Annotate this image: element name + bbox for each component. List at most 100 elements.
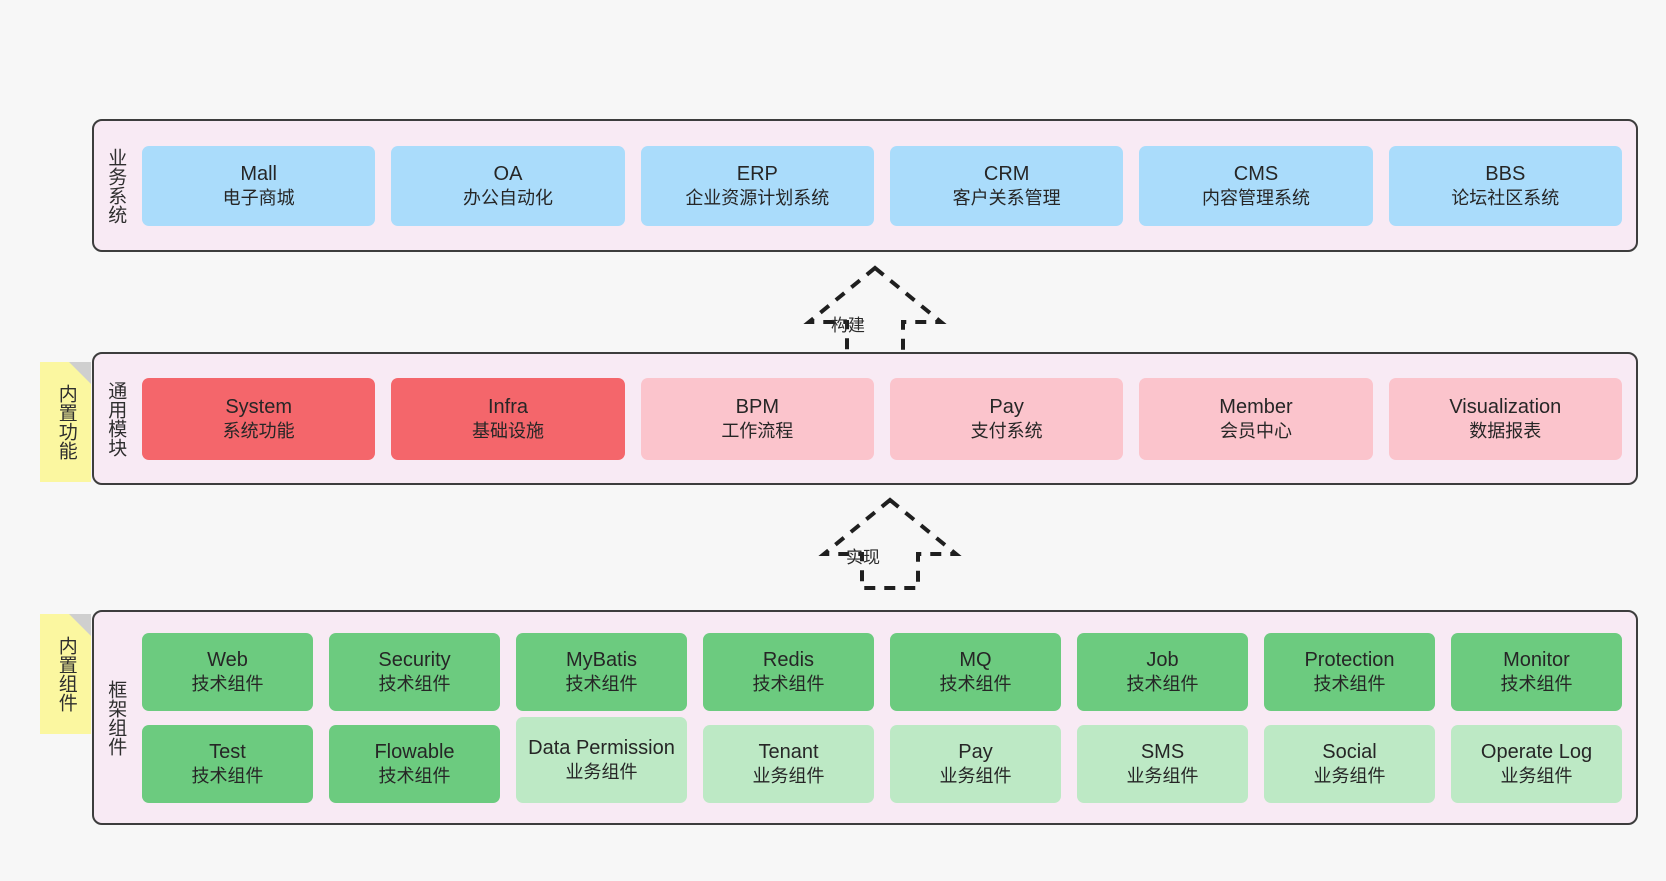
- card-subtitle: 企业资源计划系统: [685, 187, 830, 208]
- module-card-bpm[interactable]: BPM 工作流程: [640, 377, 874, 460]
- layer-panel-business-systems: 业务系统 Mall 电子商城 OA 办公自动化 ERP 企业资源计划系统 CRM…: [92, 119, 1638, 252]
- card-subtitle: 技术组件: [378, 765, 451, 786]
- module-card-oa[interactable]: OA 办公自动化: [391, 145, 625, 226]
- card-subtitle: 数据报表: [1469, 420, 1542, 441]
- card-title: Monitor: [1503, 648, 1570, 671]
- module-card-pay[interactable]: Pay 支付系统: [889, 377, 1124, 460]
- module-card-mall[interactable]: Mall 电子商城: [142, 145, 376, 226]
- component-card-flowable[interactable]: Flowable 技术组件: [329, 724, 500, 803]
- module-card-crm[interactable]: CRM 客户关系管理: [889, 145, 1124, 226]
- card-row: Mall 电子商城 OA 办公自动化 ERP 企业资源计划系统 CRM 客户关系…: [142, 145, 1622, 226]
- card-title: CMS: [1233, 162, 1279, 185]
- card-title: Social: [1322, 740, 1377, 763]
- connector-label-implement: 实现: [846, 548, 880, 567]
- layer-body-common-modules: System 系统功能 Infra 基础设施 BPM 工作流程 Pay 支付系统…: [136, 354, 1636, 483]
- module-card-cms[interactable]: CMS 内容管理系统: [1139, 145, 1373, 226]
- card-subtitle: 业务组件: [752, 765, 825, 786]
- card-title: Redis: [762, 648, 815, 671]
- card-subtitle: 支付系统: [970, 420, 1043, 441]
- component-card-protection[interactable]: Protection 技术组件: [1264, 632, 1435, 711]
- card-subtitle: 业务组件: [939, 765, 1012, 786]
- layer-body-business-systems: Mall 电子商城 OA 办公自动化 ERP 企业资源计划系统 CRM 客户关系…: [136, 121, 1636, 250]
- card-title: Infra: [487, 395, 528, 418]
- card-subtitle: 电子商城: [222, 187, 295, 208]
- card-subtitle: 业务组件: [1126, 765, 1199, 786]
- card-title: Member: [1219, 395, 1293, 418]
- card-subtitle: 基础设施: [471, 420, 544, 441]
- module-card-infra[interactable]: Infra 基础设施: [391, 377, 625, 460]
- card-title: Mall: [240, 162, 277, 185]
- card-subtitle: 技术组件: [939, 673, 1012, 694]
- card-subtitle: 论坛社区系统: [1451, 187, 1560, 208]
- note-fold-corner-icon: [69, 362, 91, 384]
- card-title: Web: [207, 648, 248, 671]
- component-card-social[interactable]: Social 业务组件: [1264, 724, 1435, 803]
- module-card-erp[interactable]: ERP 企业资源计划系统: [640, 145, 874, 226]
- card-subtitle: 业务组件: [565, 761, 638, 782]
- sticky-note-builtin-components: 内置组件: [40, 614, 91, 734]
- sticky-note-builtin-features: 内置功能: [40, 362, 91, 482]
- card-title: Pay: [989, 395, 1024, 418]
- component-card-security[interactable]: Security 技术组件: [329, 632, 500, 711]
- card-title: Security: [378, 648, 451, 671]
- card-title: BPM: [735, 395, 779, 418]
- card-title: Flowable: [374, 740, 455, 763]
- component-card-test[interactable]: Test 技术组件: [142, 724, 313, 803]
- card-title: ERP: [736, 162, 778, 185]
- card-subtitle: 技术组件: [1313, 673, 1386, 694]
- component-card-tenant[interactable]: Tenant 业务组件: [703, 724, 874, 803]
- sticky-note-label: 内置组件: [55, 636, 77, 712]
- card-title: Test: [209, 740, 246, 763]
- component-card-web[interactable]: Web 技术组件: [142, 632, 313, 711]
- card-title: SMS: [1140, 740, 1185, 763]
- card-subtitle: 客户关系管理: [952, 187, 1061, 208]
- card-title: Data Permission: [528, 736, 675, 759]
- card-title: System: [225, 395, 292, 418]
- connector-build: 构建: [800, 262, 950, 360]
- card-title: MyBatis: [565, 648, 638, 671]
- component-card-pay[interactable]: Pay 业务组件: [890, 724, 1061, 803]
- card-title: Job: [1146, 648, 1179, 671]
- card-title: Visualization: [1449, 395, 1562, 418]
- card-subtitle: 办公自动化: [462, 187, 553, 208]
- card-subtitle: 技术组件: [191, 673, 264, 694]
- layer-title-framework-components: 框架组件: [105, 679, 127, 756]
- component-card-job[interactable]: Job 技术组件: [1077, 632, 1248, 711]
- card-subtitle: 技术组件: [191, 765, 264, 786]
- card-row-business: Test 技术组件 Flowable 技术组件 Data Permission …: [142, 716, 1622, 803]
- note-fold-corner-icon: [69, 614, 91, 636]
- component-card-redis[interactable]: Redis 技术组件: [703, 632, 874, 711]
- layer-body-framework-components: Web 技术组件 Security 技术组件 MyBatis 技术组件 Redi…: [136, 612, 1636, 823]
- card-subtitle: 系统功能: [222, 420, 295, 441]
- layer-panel-common-modules: 通用模块 System 系统功能 Infra 基础设施 BPM 工作流程 Pay…: [92, 352, 1638, 485]
- card-row-technical: Web 技术组件 Security 技术组件 MyBatis 技术组件 Redi…: [142, 632, 1622, 711]
- card-title: MQ: [959, 648, 992, 671]
- module-card-system[interactable]: System 系统功能: [142, 377, 376, 460]
- card-title: BBS: [1485, 162, 1526, 185]
- component-card-sms[interactable]: SMS 业务组件: [1077, 724, 1248, 803]
- card-title: Pay: [958, 740, 993, 763]
- card-subtitle: 技术组件: [565, 673, 638, 694]
- component-card-mq[interactable]: MQ 技术组件: [890, 632, 1061, 711]
- card-subtitle: 会员中心: [1219, 420, 1292, 441]
- module-card-visualization[interactable]: Visualization 数据报表: [1388, 377, 1622, 460]
- layer-title-business-systems: 业务系统: [105, 147, 127, 224]
- component-card-data-permission[interactable]: Data Permission 业务组件: [516, 716, 687, 803]
- card-title: Operate Log: [1480, 740, 1593, 763]
- build-arrow-icon: [803, 265, 947, 358]
- component-card-mybatis[interactable]: MyBatis 技术组件: [516, 632, 687, 711]
- module-card-bbs[interactable]: BBS 论坛社区系统: [1388, 145, 1622, 226]
- card-subtitle: 技术组件: [378, 673, 451, 694]
- implement-arrow-icon: [818, 497, 962, 590]
- component-card-operate-log[interactable]: Operate Log 业务组件: [1451, 724, 1622, 803]
- card-title: Protection: [1304, 648, 1395, 671]
- component-card-monitor[interactable]: Monitor 技术组件: [1451, 632, 1622, 711]
- card-title: CRM: [983, 162, 1030, 185]
- card-subtitle: 业务组件: [1500, 765, 1573, 786]
- sticky-note-label: 内置功能: [55, 384, 77, 460]
- layer-panel-framework-components: 框架组件 Web 技术组件 Security 技术组件 MyBatis 技术组件…: [92, 610, 1638, 825]
- card-title: OA: [493, 162, 523, 185]
- module-card-member[interactable]: Member 会员中心: [1139, 377, 1373, 460]
- card-title: Tenant: [758, 740, 819, 763]
